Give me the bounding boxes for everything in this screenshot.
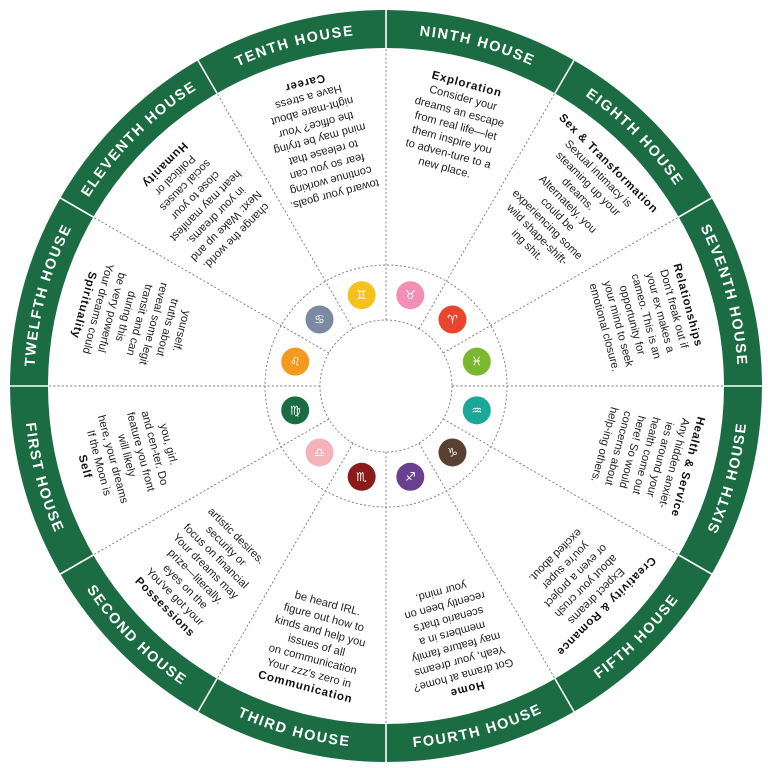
ring-divider — [197, 59, 218, 94]
sign-badge — [305, 438, 334, 467]
cancer-icon: ♋ — [305, 305, 334, 334]
gemini-icon: ♊ — [347, 281, 376, 310]
section-divider — [418, 442, 556, 679]
sign-glyph: ♏ — [356, 470, 367, 484]
section-divider — [216, 442, 354, 679]
sign-badge — [281, 347, 310, 376]
aries-icon: ♈ — [438, 305, 467, 334]
libra-icon: ♎ — [305, 438, 334, 467]
ring-divider — [59, 197, 94, 218]
section-divider — [418, 93, 556, 330]
ring-divider — [59, 554, 94, 575]
inner-ring-line — [264, 264, 508, 508]
ring-divider — [678, 554, 713, 575]
sagittarius-icon: ♐ — [396, 462, 425, 491]
sign-badge — [396, 462, 425, 491]
sign-badge — [305, 305, 334, 334]
sign-glyph: ♍ — [290, 403, 301, 417]
capricorn-icon: ♑ — [438, 438, 467, 467]
section-divider — [93, 418, 330, 556]
taurus-icon: ♉ — [396, 281, 425, 310]
sign-glyph: ♎ — [314, 445, 325, 459]
sign-glyph: ♓ — [471, 355, 482, 369]
sign-glyph: ♉ — [405, 288, 416, 302]
ring-divider — [554, 59, 575, 94]
sign-glyph: ♒ — [471, 403, 482, 417]
sign-glyph: ♐ — [405, 470, 416, 484]
sign-badge — [347, 462, 376, 491]
house-separators — [10, 10, 762, 762]
sign-glyph: ♌ — [290, 355, 301, 369]
sign-badge — [462, 347, 491, 376]
ring-divider — [554, 678, 575, 713]
aquarius-icon: ♒ — [462, 396, 491, 425]
section-divider — [93, 216, 330, 354]
sign-badge — [438, 438, 467, 467]
leo-icon: ♌ — [281, 347, 310, 376]
sign-badge — [281, 396, 310, 425]
scorpio-icon: ♏ — [347, 462, 376, 491]
ring-divider — [678, 197, 713, 218]
sign-glyph: ♈ — [447, 313, 458, 327]
section-divider — [442, 418, 679, 556]
sign-badge — [347, 281, 376, 310]
zodiac-signs: ♍ ♎ ♏ ♐ ♑ ♒ ♓ ♈ ♉ ♊ ♋ ♌ — [281, 281, 491, 491]
sign-glyph: ♊ — [356, 288, 367, 302]
center-circle-line — [319, 319, 453, 453]
section-divider — [216, 93, 354, 330]
wheel-face — [48, 48, 724, 724]
sign-badge — [438, 305, 467, 334]
sign-badge — [396, 281, 425, 310]
virgo-icon: ♍ — [281, 396, 310, 425]
section-divider — [442, 216, 679, 354]
sign-badge — [462, 396, 491, 425]
sign-glyph: ♋ — [314, 313, 325, 327]
sign-glyph: ♑ — [447, 445, 458, 459]
pisces-icon: ♓ — [462, 347, 491, 376]
ring-divider — [197, 678, 218, 713]
